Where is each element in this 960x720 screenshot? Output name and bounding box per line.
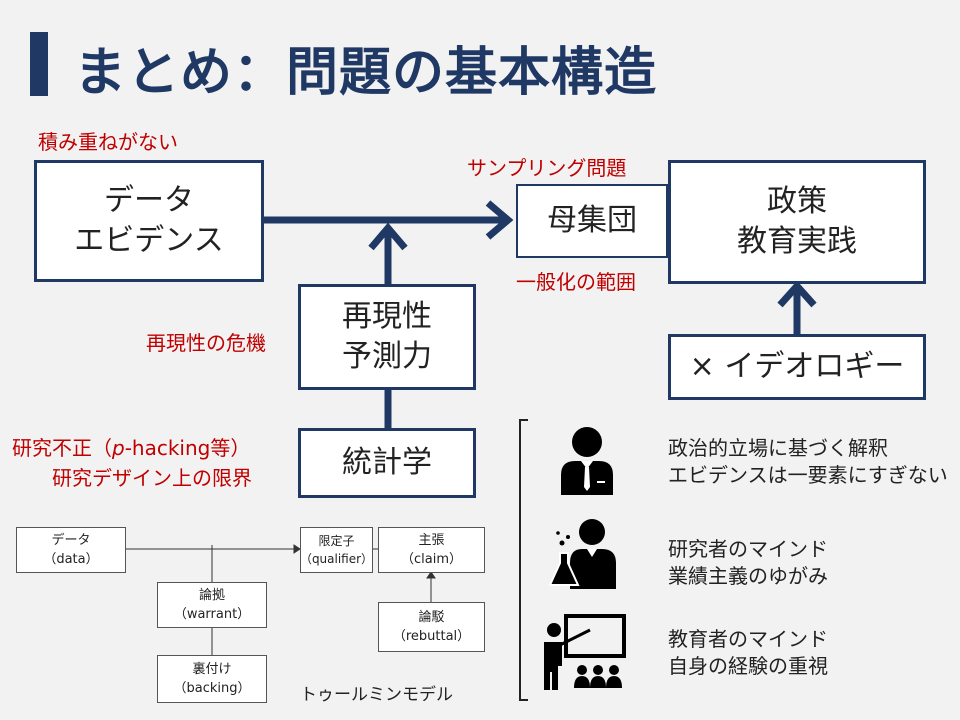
persona-researcher-line2: 業績主義のゆがみ	[668, 564, 828, 588]
population-label: 母集団	[547, 202, 637, 238]
toulmin-data-sub: （data）	[43, 552, 99, 567]
persona-bracket	[519, 419, 528, 701]
reproducibility-box: 再現性 予測力	[298, 284, 476, 390]
generalization-note: 一般化の範囲	[516, 270, 636, 294]
persona-educator-text: 教育者のマインド 自身の経験の重視	[668, 626, 828, 680]
title-accent-bar	[30, 32, 48, 96]
policy-box: 政策 教育実践	[668, 160, 926, 284]
toulmin-connectors	[126, 544, 436, 655]
toulmin-backing-box: 裏付け （backing）	[157, 655, 267, 703]
businessman-icon	[561, 427, 613, 495]
toulmin-qualifier-sub: （qualifier）	[299, 552, 374, 566]
reproducibility-line2: 予測力	[342, 339, 432, 374]
toulmin-warrant-sub: （warrant）	[173, 607, 251, 622]
toulmin-data-label: データ	[51, 532, 91, 548]
persona-researcher-line1: 研究者のマインド	[668, 537, 828, 561]
persona-politician-line1: 政治的立場に基づく解釈	[668, 436, 888, 460]
population-box: 母集団	[516, 184, 668, 258]
toulmin-backing-sub: （backing）	[173, 681, 251, 696]
data-note: 積み重ねがない	[38, 130, 178, 154]
toulmin-claim-label: 主張	[418, 532, 445, 548]
toulmin-qualifier-label: 限定子	[318, 534, 355, 548]
toulmin-warrant-box: 論拠 （warrant）	[157, 582, 267, 628]
ideology-box: × イデオロギー	[668, 334, 926, 400]
toulmin-rebuttal-box: 論駁 （rebuttal）	[378, 602, 485, 652]
toulmin-warrant-label: 論拠	[198, 587, 225, 603]
reproducibility-line1: 再現性	[342, 298, 432, 334]
toulmin-backing-label: 裏付け	[192, 661, 232, 677]
toulmin-rebuttal-sub: （rebuttal）	[392, 629, 471, 644]
toulmin-claim-sub: （claim）	[400, 552, 462, 567]
page-title: まとめ：問題の基本構造	[74, 43, 658, 103]
data-box-line1: データ	[104, 182, 194, 218]
persona-politician-text: 政治的立場に基づく解釈 エビデンスは一要素にすぎない	[668, 435, 948, 489]
toulmin-data-box: データ （data）	[16, 527, 126, 573]
ideology-label: × イデオロギー	[689, 348, 905, 384]
policy-line2: 教育実践	[737, 224, 857, 259]
statistics-label: 統計学	[342, 444, 432, 480]
persona-educator-line1: 教育者のマインド	[668, 627, 828, 651]
persona-politician-line2: エビデンスは一要素にすぎない	[668, 463, 948, 487]
teacher-icon	[544, 614, 626, 690]
persona-educator-line2: 自身の経験の重視	[668, 654, 828, 678]
sampling-note: サンプリング問題	[467, 156, 627, 180]
data-evidence-box: データ エビデンス	[34, 160, 264, 282]
reproducibility-note: 再現性の危機	[146, 331, 266, 355]
statistics-note-line1: 研究不正（p-hacking等）	[12, 436, 251, 460]
statistics-note-line2: 研究デザイン上の限界	[52, 466, 252, 490]
persona-researcher-text: 研究者のマインド 業績主義のゆがみ	[668, 536, 828, 590]
scientist-icon	[548, 519, 616, 589]
toulmin-claim-box: 主張 （claim）	[378, 527, 485, 573]
toulmin-rebuttal-label: 論駁	[418, 609, 445, 625]
data-box-line2: エビデンス	[74, 223, 224, 258]
toulmin-caption: トゥールミンモデル	[300, 685, 453, 705]
toulmin-qualifier-box: 限定子 （qualifier）	[300, 527, 373, 573]
policy-line1: 政策	[767, 183, 827, 219]
statistics-box: 統計学	[298, 428, 476, 498]
